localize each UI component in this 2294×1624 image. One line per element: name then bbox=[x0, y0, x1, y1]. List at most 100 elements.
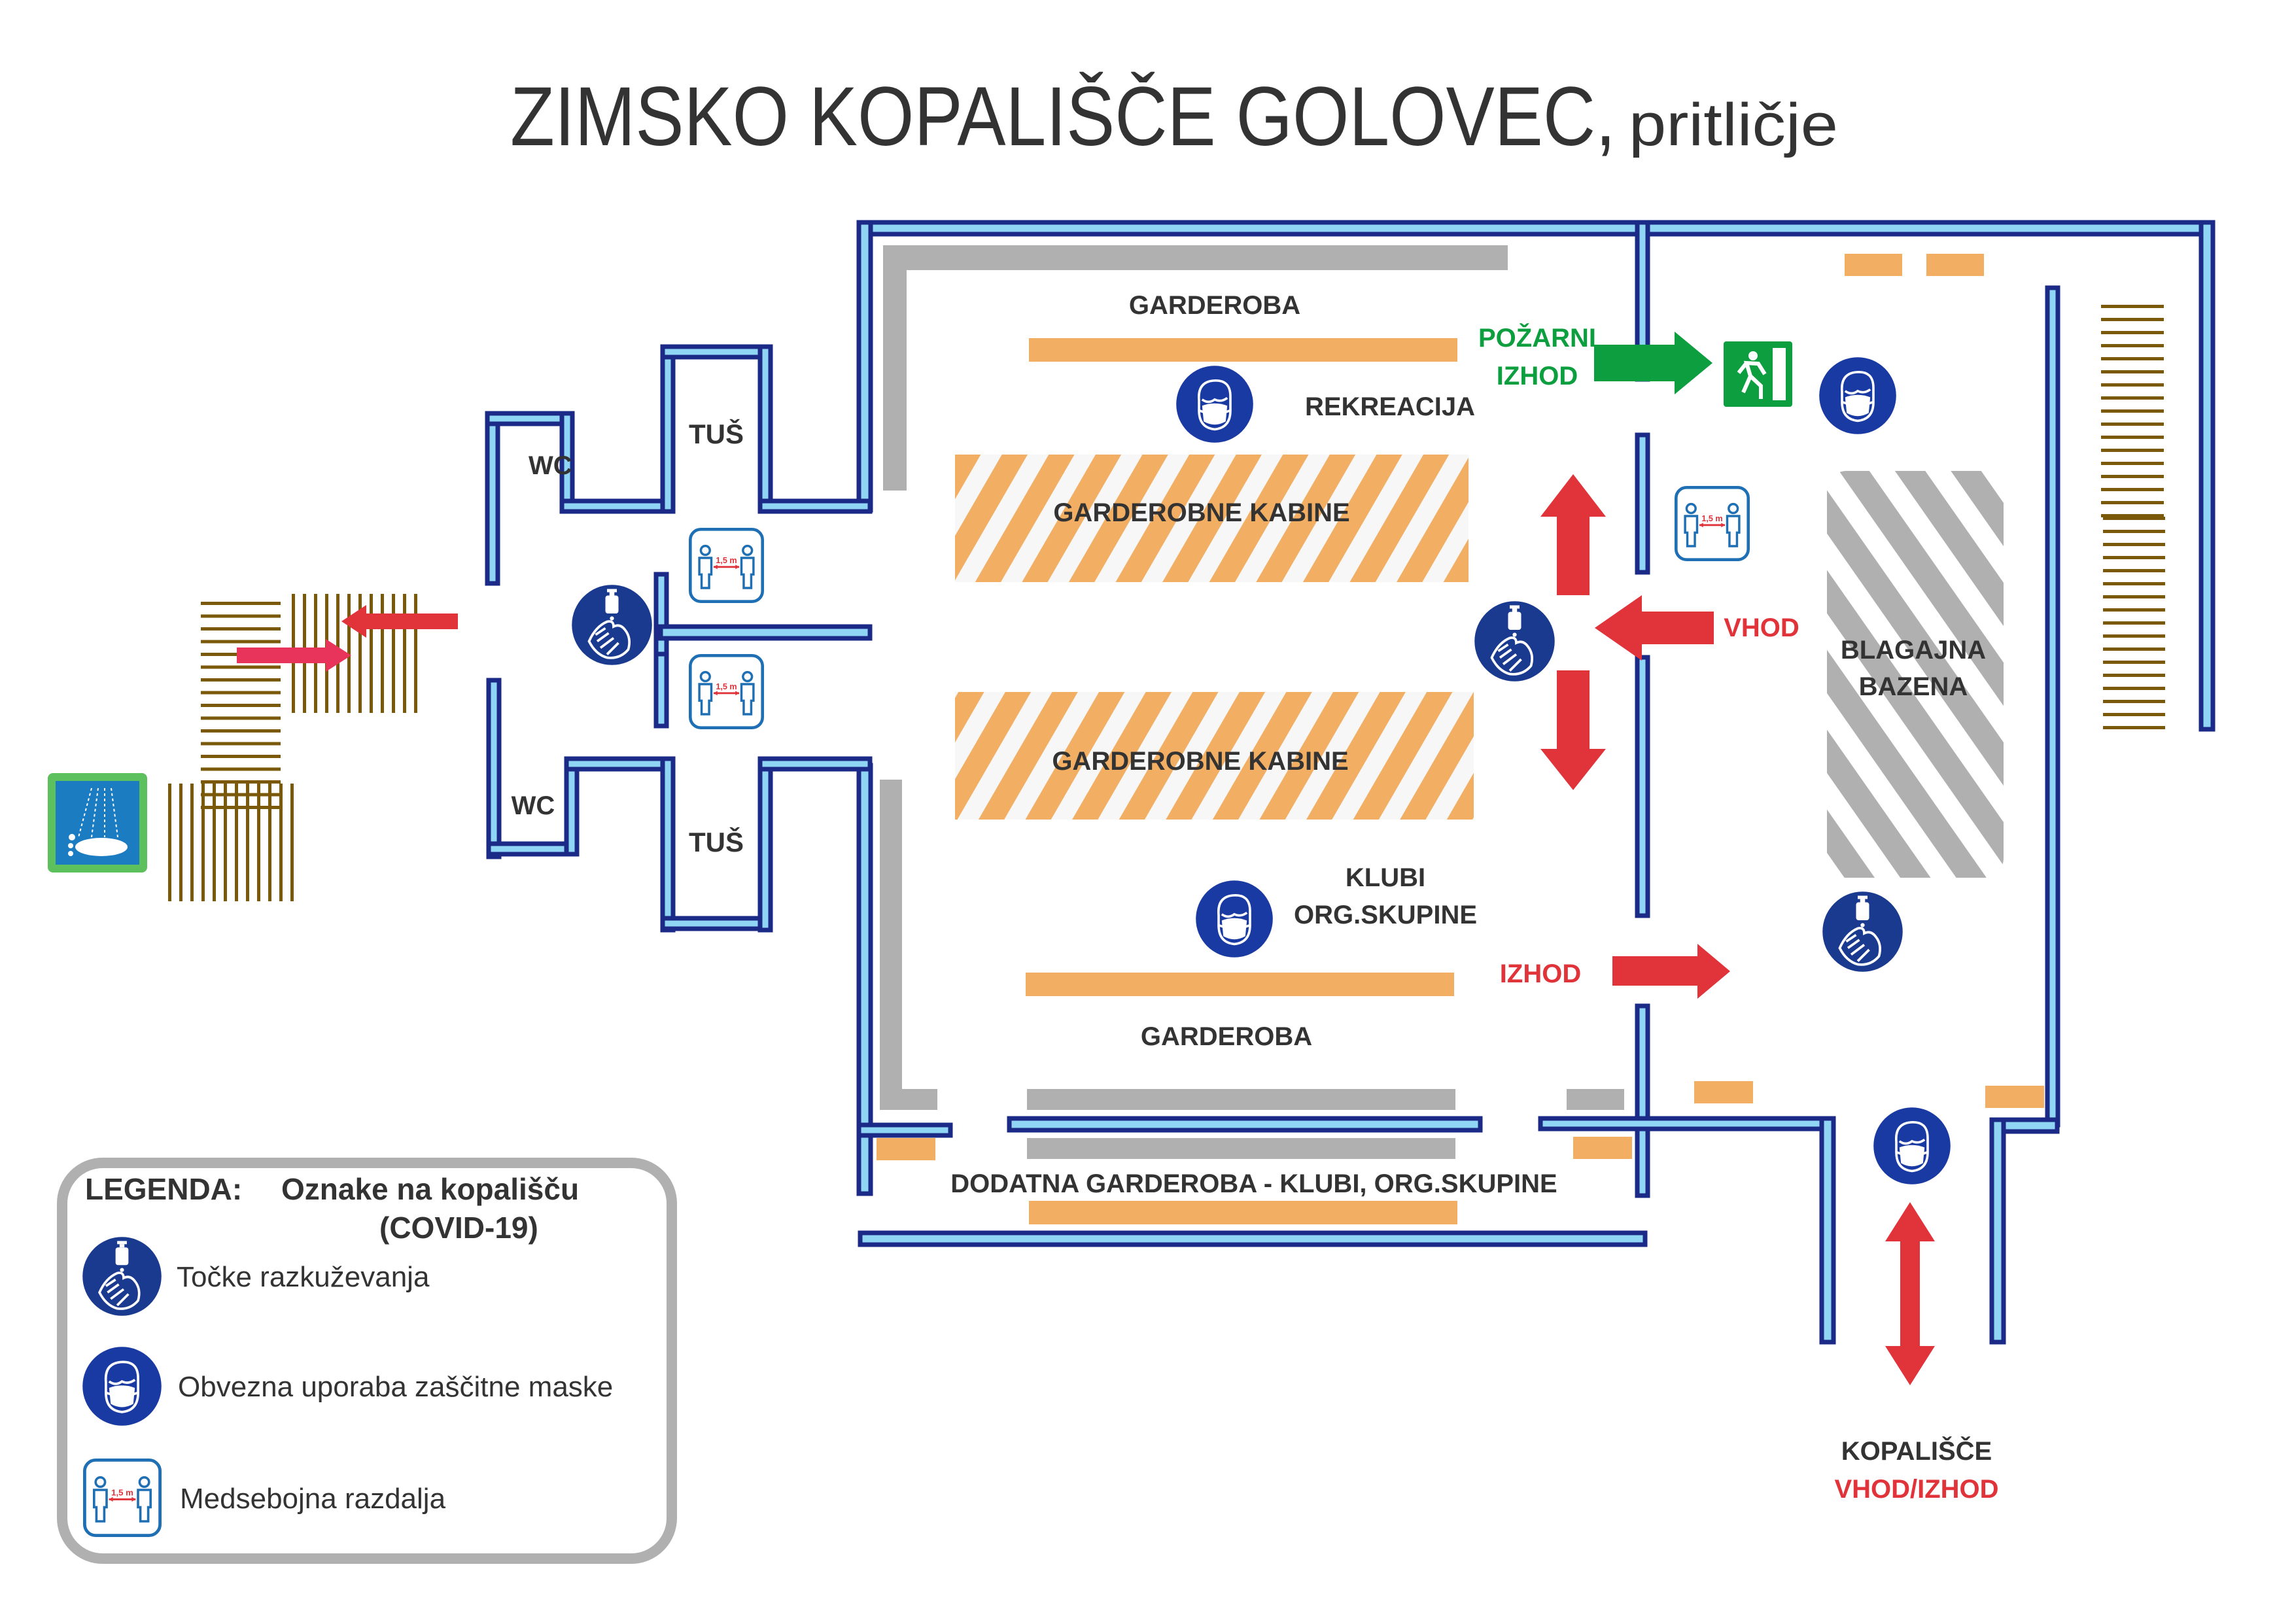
room-label-shower-bottom: TUŠ bbox=[689, 826, 744, 857]
mat-stripe bbox=[2103, 595, 2165, 598]
room-label-cabins-top: GARDEROBNE KABINE bbox=[1053, 498, 1349, 527]
wall bbox=[653, 572, 669, 667]
wall bbox=[1989, 1117, 2006, 1345]
room-label-cashier-line2: BAZENA bbox=[1859, 672, 1968, 701]
wall bbox=[858, 1230, 1648, 1247]
wall bbox=[653, 651, 669, 729]
bench bbox=[877, 1138, 935, 1160]
bench bbox=[1845, 254, 1902, 276]
changing-cabins-top bbox=[955, 455, 1469, 582]
mat-stripe bbox=[201, 602, 281, 605]
mat-stripe bbox=[2103, 687, 2165, 690]
wall bbox=[757, 498, 873, 514]
mat-stripe bbox=[201, 704, 281, 707]
face-mask-icon bbox=[1873, 1107, 1951, 1185]
mat-stripe bbox=[2103, 648, 2165, 651]
mat-stripe bbox=[201, 627, 281, 631]
arrow-up bbox=[1540, 474, 1606, 595]
mat-stripe bbox=[279, 784, 283, 901]
mat-stripe bbox=[213, 784, 216, 901]
page-subtitle: pritličje bbox=[1629, 92, 1838, 158]
mat-stripe bbox=[2103, 713, 2165, 716]
mat-stripe bbox=[2101, 409, 2164, 413]
mat-stripe bbox=[2101, 462, 2164, 465]
mat-stripe bbox=[224, 784, 227, 901]
mat-stripe bbox=[235, 784, 238, 901]
wall bbox=[564, 756, 674, 772]
mat-stripe bbox=[201, 767, 281, 771]
wall bbox=[485, 411, 500, 586]
cashier-area bbox=[1827, 471, 2004, 878]
fire-exit-label-line2: IZHOD bbox=[1497, 362, 1578, 390]
bench bbox=[1029, 338, 1457, 362]
wall bbox=[486, 678, 502, 859]
wall bbox=[856, 1122, 953, 1138]
mat-stripe bbox=[257, 784, 260, 901]
entrance-arrow-left bbox=[1595, 595, 1714, 661]
exit-arrow-right bbox=[1612, 944, 1730, 999]
mat-stripe bbox=[201, 614, 281, 618]
wall bbox=[757, 344, 773, 514]
mat-stripe bbox=[2101, 514, 2164, 517]
mat-stripe bbox=[2103, 726, 2165, 729]
wall bbox=[1819, 1116, 1836, 1345]
mat-stripe bbox=[2103, 543, 2165, 546]
entrance-label: VHOD bbox=[1724, 613, 1799, 642]
mat-stripe bbox=[2101, 318, 2164, 321]
mat-stripe bbox=[2101, 396, 2164, 400]
bench bbox=[1694, 1081, 1753, 1103]
mat-stripe bbox=[201, 716, 281, 720]
mat-stripe bbox=[2101, 501, 2164, 504]
room-label-wc-bottom: WC bbox=[512, 791, 555, 820]
changing-cabins-bottom bbox=[955, 692, 1474, 820]
mat-stripe bbox=[2101, 357, 2164, 360]
legend-box bbox=[57, 1158, 677, 1564]
hand-sanitizer-icon bbox=[1822, 891, 1903, 973]
mat-stripe bbox=[201, 755, 281, 758]
pool-label-line2: VHOD/IZHOD bbox=[1834, 1475, 1998, 1504]
wall bbox=[660, 344, 676, 514]
cabinet bbox=[1567, 1089, 1624, 1110]
bench bbox=[1926, 254, 1984, 276]
mat-stripe bbox=[2101, 449, 2164, 452]
wall bbox=[856, 220, 2216, 237]
mat-stripe bbox=[201, 806, 281, 809]
mat-stripe bbox=[370, 594, 373, 713]
mat-stripe bbox=[201, 640, 281, 644]
mat-stripe bbox=[2103, 530, 2165, 533]
arrow-right-entry bbox=[237, 639, 351, 672]
mat-stripe bbox=[201, 678, 281, 682]
legend-subtitle-line2: (COVID-19) bbox=[379, 1211, 538, 1245]
room-label-wardrobe-top: GARDEROBA bbox=[1129, 291, 1300, 320]
wall bbox=[757, 756, 773, 933]
social-distance-icon bbox=[690, 529, 762, 601]
fire-exit-arrow bbox=[1594, 332, 1712, 394]
room-label-cabins-bottom: GARDEROBNE KABINE bbox=[1052, 747, 1348, 776]
mat-stripe bbox=[2101, 344, 2164, 347]
cabinet bbox=[1027, 1089, 1455, 1110]
mat-stripe bbox=[2103, 556, 2165, 559]
mat-stripe bbox=[246, 784, 249, 901]
room-label-wardrobe-bottom: GARDEROBA bbox=[1141, 1022, 1312, 1051]
hand-sanitizer-icon bbox=[82, 1236, 162, 1317]
mat-stripe bbox=[2103, 621, 2165, 625]
hand-sanitizer-icon bbox=[571, 584, 653, 666]
wall bbox=[1635, 432, 1650, 575]
wall bbox=[1635, 655, 1650, 918]
pool-label-line1: KOPALIŠČE bbox=[1841, 1436, 1992, 1466]
exit-label: IZHOD bbox=[1500, 959, 1581, 988]
page-title: ZIMSKO KOPALIŠČE GOLOVEC, bbox=[510, 70, 1616, 164]
walls bbox=[485, 220, 2216, 1345]
mat-stripe bbox=[201, 729, 281, 733]
social-distance-icon bbox=[84, 1460, 160, 1535]
mat-stripe bbox=[2103, 517, 2165, 520]
bench bbox=[1573, 1137, 1632, 1159]
mat-stripe bbox=[2101, 383, 2164, 387]
cabinet bbox=[883, 245, 1508, 270]
legend-item-label: Točke razkuževanja bbox=[177, 1261, 430, 1293]
face-mask-icon bbox=[1175, 365, 1254, 443]
legend-item-label: Medsebojna razdalja bbox=[180, 1483, 446, 1515]
social-distance-icon bbox=[690, 655, 762, 727]
mat-stripe bbox=[2101, 436, 2164, 439]
